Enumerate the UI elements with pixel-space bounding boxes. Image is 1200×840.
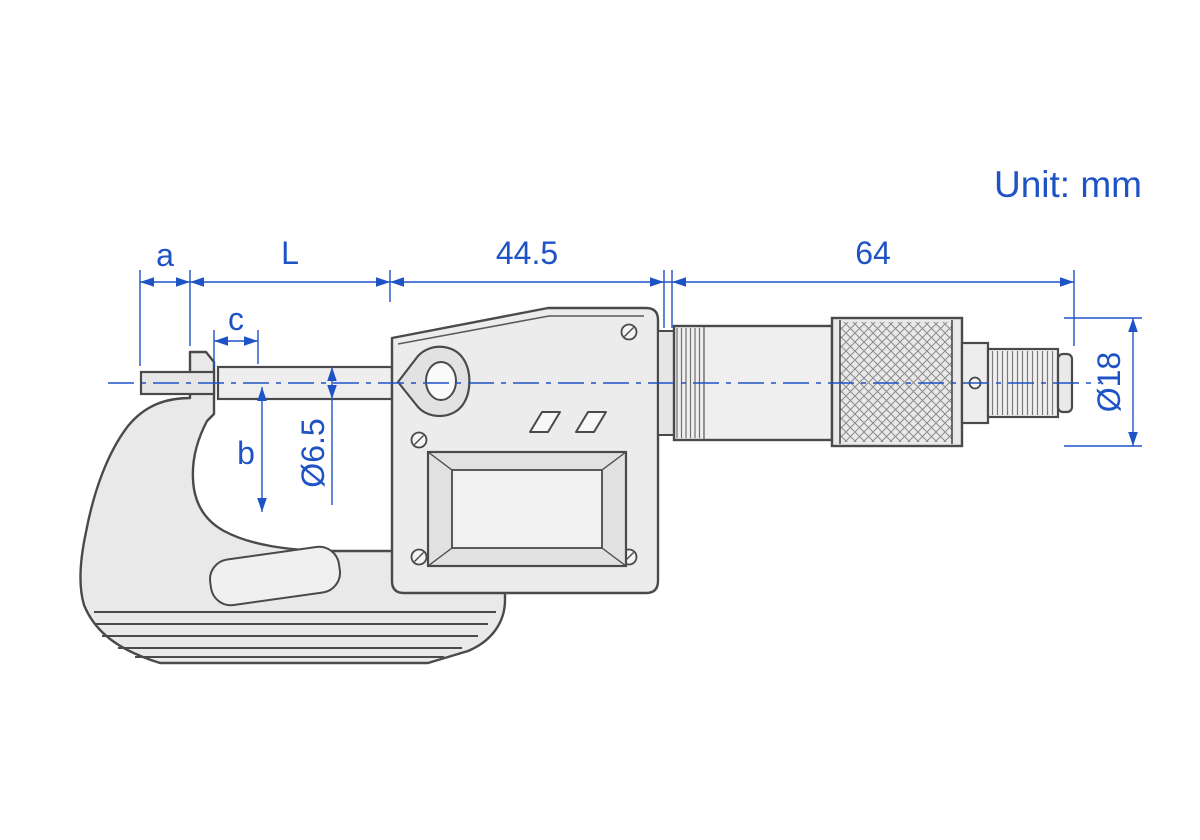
dim-label-b: b [237, 435, 255, 471]
dim-label-44-5: 44.5 [496, 235, 558, 271]
dimension-labels: a L 44.5 64 c b Ø6.5 Ø18 [156, 235, 1127, 488]
frame-recess-plate [209, 545, 341, 607]
spindle-lock-lever [396, 345, 471, 418]
dim-label-L: L [281, 235, 299, 271]
dim-label-c: c [228, 301, 244, 337]
frame-grip-lines [94, 611, 496, 658]
slot-icon [529, 411, 561, 433]
lcd-display [426, 450, 628, 568]
screw-icon [620, 323, 638, 341]
thimble-knurled [830, 316, 964, 448]
thimble-knurl-pattern [840, 322, 952, 442]
screw-icon [410, 431, 428, 449]
dimension-annotations [139, 270, 1142, 512]
dim-label-end-diameter: Ø18 [1091, 352, 1127, 412]
dim-label-64: 64 [855, 235, 891, 271]
dim-label-spindle-diameter: Ø6.5 [295, 418, 331, 487]
housing-bevel-line [397, 315, 644, 345]
screw-icon [410, 548, 428, 566]
function-slots [529, 411, 607, 433]
slot-icon [575, 411, 607, 433]
dimension-arrows [140, 277, 1138, 512]
dim-label-a: a [156, 237, 174, 273]
unit-label: Unit: mm [994, 164, 1142, 205]
